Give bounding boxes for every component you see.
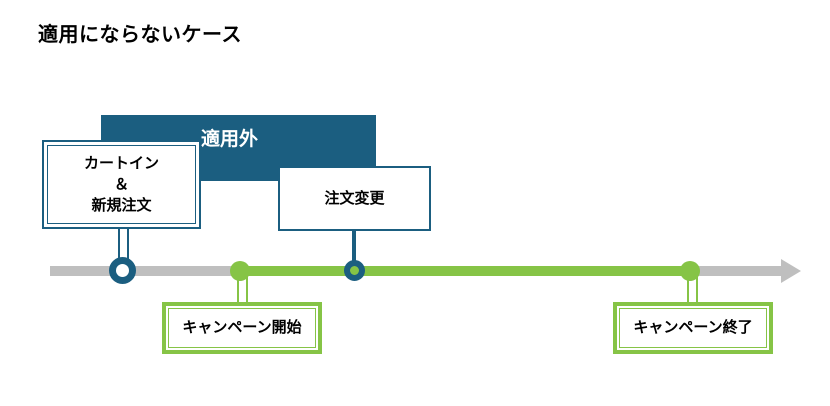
callout-order-change-label: 注文変更: [324, 189, 385, 207]
timeline-marker-campaign-end: [680, 261, 700, 281]
timeline-arrow-icon: [781, 259, 801, 283]
callout-campaign-end-inner: キャンペーン終了: [619, 308, 767, 348]
callout-cart-in-inner: カートイン ＆ 新規注文: [47, 145, 196, 224]
timeline-segment-after-campaign: [688, 266, 783, 276]
callout-campaign-end: キャンペーン終了: [613, 302, 773, 354]
timeline-marker-cart-in: [109, 257, 136, 284]
connector-campaign-start: [237, 271, 248, 304]
timeline-marker-order-change: [344, 260, 365, 281]
connector-order-change: [352, 231, 356, 269]
exclusion-banner-label: 適用外: [201, 129, 259, 150]
connector-campaign-end: [687, 271, 698, 304]
callout-cart-in-label: カートイン ＆ 新規注文: [83, 154, 159, 215]
timeline-marker-campaign-start: [230, 261, 250, 281]
callout-campaign-start-label: キャンペーン開始: [182, 319, 302, 337]
timeline-segment-before-campaign: [50, 266, 240, 276]
callout-cart-in: カートイン ＆ 新規注文: [42, 140, 201, 229]
callout-order-change: 注文変更: [278, 166, 431, 231]
timeline-segment-during-campaign: [238, 266, 690, 276]
page-title: 適用にならないケース: [38, 24, 242, 46]
connector-cart-in: [118, 229, 129, 267]
marker-hole: [116, 264, 129, 277]
callout-campaign-start: キャンペーン開始: [162, 302, 322, 354]
callout-campaign-start-inner: キャンペーン開始: [168, 308, 316, 348]
callout-campaign-end-label: キャンペーン終了: [633, 319, 753, 337]
callout-order-change-inner: 注文変更: [280, 168, 429, 229]
marker-hole: [350, 266, 359, 275]
